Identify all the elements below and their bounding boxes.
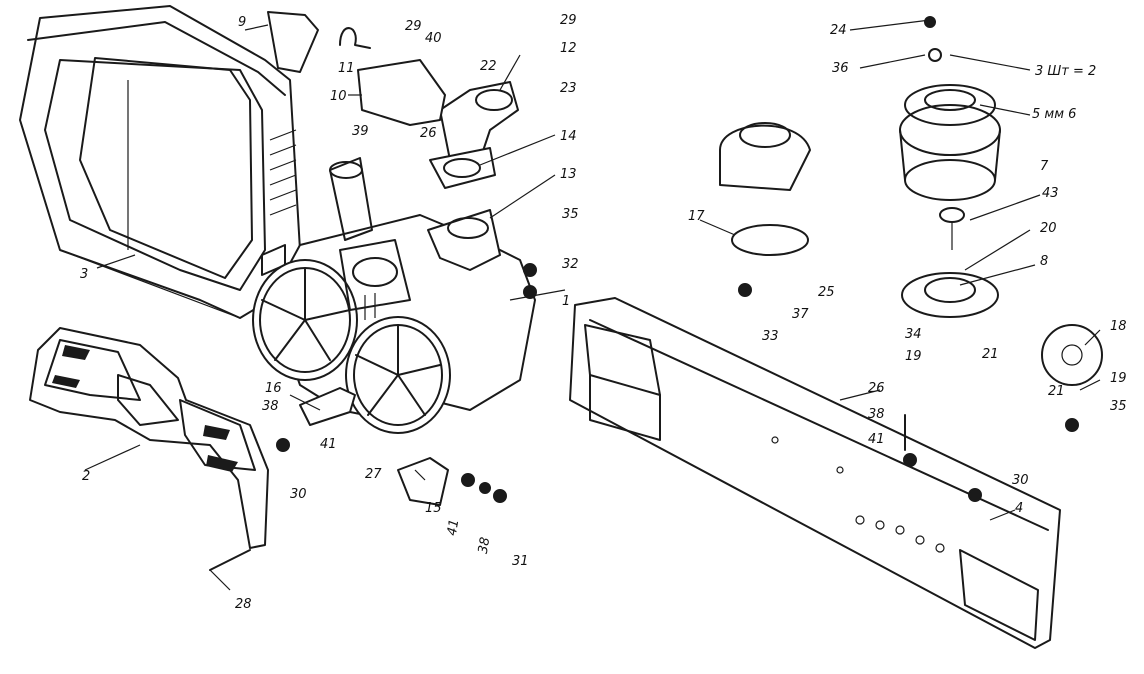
callout-labels: 3 2 28 9 11 29 40 29 10 22 12 23 39 26 1…	[80, 13, 1127, 612]
callout-21a: 21	[982, 347, 999, 362]
callout-2: 2	[82, 469, 90, 484]
callout-note1: 3 Шт = 2	[1035, 64, 1096, 79]
callout-13: 13	[560, 167, 577, 182]
callout-27: 27	[365, 467, 382, 482]
callout-36: 36	[832, 61, 849, 76]
hardware-parts	[209, 16, 1079, 571]
callout-19b: 19	[1110, 371, 1127, 386]
callout-26b: 26	[868, 381, 885, 396]
part-elbow-duct	[427, 81, 519, 271]
leader-lines	[84, 19, 1101, 591]
callout-30a: 30	[290, 487, 307, 502]
part-frame-rail	[569, 297, 1061, 649]
callout-15: 15	[425, 501, 442, 516]
callout-30b: 30	[1012, 473, 1029, 488]
callout-43: 43	[1042, 186, 1059, 201]
callout-8: 8	[1040, 254, 1048, 269]
callout-38b: 38	[476, 536, 494, 555]
callout-note2: 5 мм 6	[1032, 107, 1076, 122]
callout-29b: 29	[560, 13, 577, 28]
callout-11: 11	[338, 61, 355, 76]
callout-7: 7	[1040, 159, 1049, 174]
callout-41c: 41	[868, 432, 885, 447]
callout-14: 14	[560, 129, 577, 144]
callout-16: 16	[265, 381, 282, 396]
callout-38a: 38	[262, 399, 279, 414]
callout-25a: 25	[818, 285, 835, 300]
part-small-brackets	[299, 387, 449, 506]
part-air-filter-stack	[719, 84, 1103, 386]
callout-22: 22	[480, 59, 497, 74]
callout-39: 39	[352, 124, 369, 139]
callout-1: 1	[562, 294, 570, 309]
callout-3: 3	[80, 267, 88, 282]
callout-31: 31	[512, 554, 529, 569]
callout-19a: 19	[905, 349, 922, 364]
callout-34: 34	[905, 327, 922, 342]
callout-35b: 35	[1110, 399, 1127, 414]
callout-33: 33	[762, 329, 779, 344]
callout-29a: 29	[405, 19, 422, 34]
callout-23: 23	[560, 81, 577, 96]
part-housing	[19, 5, 301, 319]
callout-21b: 21	[1048, 384, 1065, 399]
callout-20: 20	[1040, 221, 1057, 236]
callout-41b: 41	[445, 518, 463, 537]
callout-4: 4	[1015, 501, 1023, 516]
callout-37: 37	[792, 307, 809, 322]
callout-9: 9	[238, 15, 246, 30]
callout-12: 12	[560, 41, 577, 56]
callout-38c: 38	[868, 407, 885, 422]
part-front-bracket	[29, 327, 269, 549]
callout-26a: 26	[420, 126, 437, 141]
callout-40: 40	[425, 31, 442, 46]
callout-10: 10	[330, 89, 347, 104]
callout-28: 28	[235, 597, 252, 612]
callout-32: 32	[562, 257, 579, 272]
part-mounting-bracket	[267, 11, 446, 126]
callout-24: 24	[830, 23, 847, 38]
callout-18: 18	[1110, 319, 1127, 334]
callout-35a: 35	[562, 207, 579, 222]
callout-17: 17	[688, 209, 705, 224]
callout-41a: 41	[320, 437, 337, 452]
